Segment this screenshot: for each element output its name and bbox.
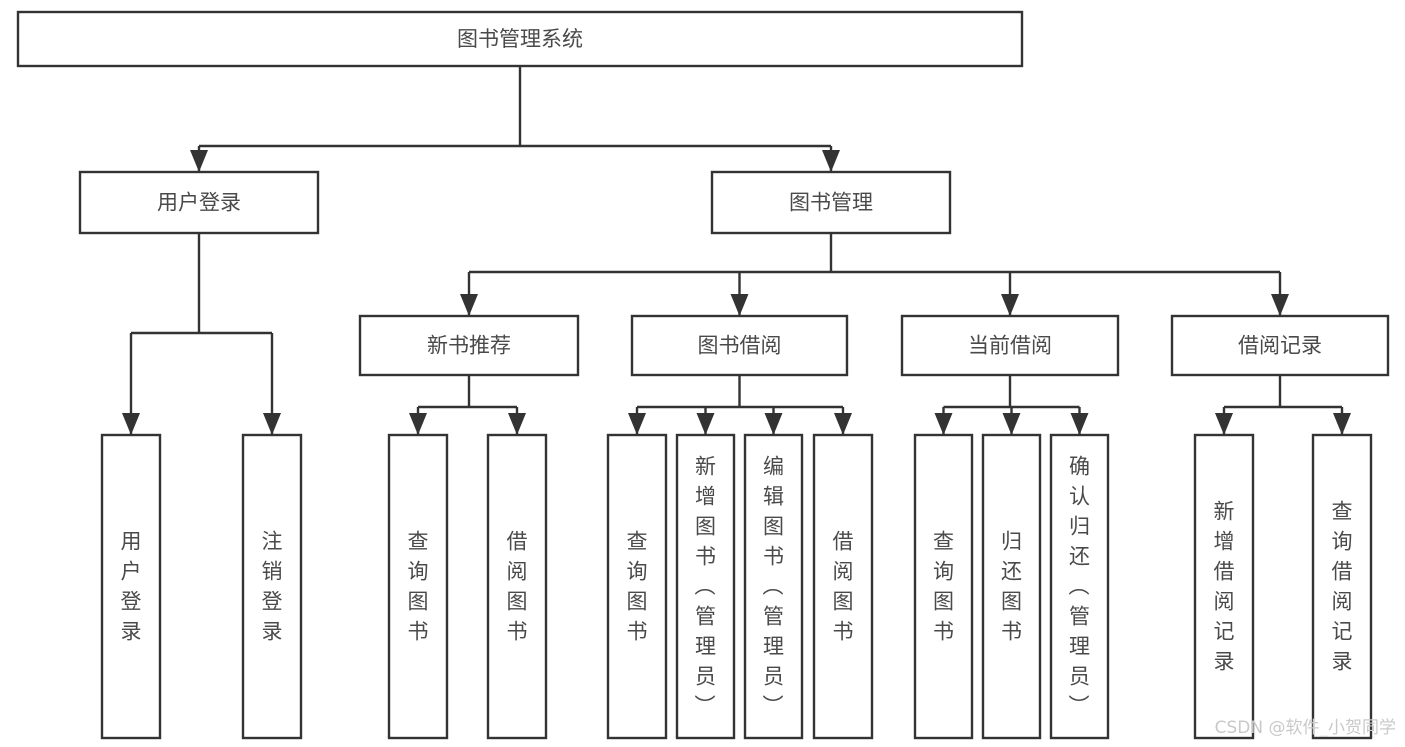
arrow-head-icon (730, 294, 749, 316)
node-label-borrow-book-1: 借阅图书 (507, 530, 528, 644)
arrow-head-icon (1215, 413, 1233, 435)
node-label-return-book: 归还图书 (1001, 530, 1022, 644)
node-box-query-book-2 (606, 433, 668, 740)
arrow-head-icon (263, 413, 281, 435)
node-label-book-borrow: 图书借阅 (698, 334, 782, 358)
node-box-return-book (981, 433, 1042, 740)
arrow-head-icon (834, 413, 852, 435)
csdn-watermark: CSDN @软件_小贺同学 (1215, 718, 1396, 738)
node-edit-book-admin[interactable]: 编辑图书（管理员） (743, 433, 804, 740)
arrow-head-icon (628, 413, 646, 435)
arrow-head-icon (122, 413, 140, 435)
node-box-borrow-book-1 (486, 433, 548, 740)
node-box-edit-book-admin (743, 433, 804, 740)
node-box-user-login (78, 170, 320, 235)
node-label-borrow-book-2: 借阅图书 (833, 530, 854, 644)
arrow-head-icon (1333, 413, 1351, 435)
node-label-confirm-return-admin: 确认归还（管理员） (1069, 455, 1091, 719)
arrow-head-icon (764, 413, 783, 435)
node-box-borrow-book-2 (812, 433, 874, 740)
node-user-login-do[interactable]: 用户登录 (100, 433, 162, 740)
node-label-query-book-1: 查询图书 (408, 530, 429, 644)
node-label-borrow-record: 借阅记录 (1238, 334, 1322, 358)
node-box-query-book-3 (913, 433, 974, 740)
arrow-head-icon (1070, 413, 1089, 435)
node-new-book-recommend[interactable]: 新书推荐 (358, 314, 580, 377)
node-box-root (16, 10, 1024, 68)
node-return-book[interactable]: 归还图书 (981, 433, 1042, 740)
arrow-head-icon (460, 294, 478, 316)
node-box-query-borrow-record (1311, 433, 1373, 740)
arrow-head-icon (1271, 294, 1289, 316)
node-borrow-book-1[interactable]: 借阅图书 (486, 433, 548, 740)
node-borrow-record[interactable]: 借阅记录 (1170, 314, 1390, 377)
node-box-new-book-recommend (358, 314, 580, 377)
node-label-root: 图书管理系统 (457, 27, 583, 51)
node-borrow-book-2[interactable]: 借阅图书 (812, 433, 874, 740)
node-label-user-login-do: 用户登录 (121, 530, 142, 644)
node-label-query-borrow-record: 查询借阅记录 (1332, 500, 1353, 674)
node-root[interactable]: 图书管理系统 (16, 10, 1024, 68)
nodes-layer: 图书管理系统用户登录图书管理新书推荐图书借阅当前借阅借阅记录用户登录注销登录查询… (16, 10, 1390, 740)
node-box-book-borrow (630, 314, 849, 377)
node-box-confirm-return-admin (1049, 433, 1110, 740)
node-user-login[interactable]: 用户登录 (78, 170, 320, 235)
arrow-head-icon (508, 413, 526, 435)
node-label-user-logout: 注销登录 (262, 530, 283, 644)
arrow-head-icon (696, 413, 715, 435)
node-label-new-book-recommend: 新书推荐 (427, 334, 511, 358)
connectors-layer (122, 66, 1351, 435)
arrow-head-icon (1001, 294, 1019, 316)
arrow-head-icon (1002, 413, 1021, 435)
node-label-edit-book-admin: 编辑图书（管理员） (763, 455, 785, 719)
node-label-query-book-2: 查询图书 (627, 530, 648, 644)
node-add-book-admin[interactable]: 新增图书（管理员） (675, 433, 736, 740)
node-confirm-return-admin[interactable]: 确认归还（管理员） (1049, 433, 1110, 740)
node-label-query-book-3: 查询图书 (933, 530, 954, 644)
node-label-user-login: 用户登录 (157, 191, 241, 215)
node-book-borrow[interactable]: 图书借阅 (630, 314, 849, 377)
node-box-current-borrow (900, 314, 1120, 377)
node-box-book-management (710, 170, 952, 235)
node-label-add-book-admin: 新增图书（管理员） (695, 455, 717, 719)
node-book-management[interactable]: 图书管理 (710, 170, 952, 235)
node-query-borrow-record[interactable]: 查询借阅记录 (1311, 433, 1373, 740)
node-box-user-logout (241, 433, 303, 740)
node-current-borrow[interactable]: 当前借阅 (900, 314, 1120, 377)
node-user-logout[interactable]: 注销登录 (241, 433, 303, 740)
arrow-head-icon (190, 150, 208, 172)
node-label-current-borrow: 当前借阅 (968, 334, 1052, 358)
node-box-add-book-admin (675, 433, 736, 740)
node-label-book-management: 图书管理 (789, 191, 873, 215)
arrow-head-icon (934, 413, 953, 435)
arrow-head-icon (409, 413, 427, 435)
node-label-add-borrow-record: 新增借阅记录 (1214, 500, 1235, 674)
node-query-book-1[interactable]: 查询图书 (387, 433, 449, 740)
node-box-user-login-do (100, 433, 162, 740)
node-box-query-book-1 (387, 433, 449, 740)
node-query-book-3[interactable]: 查询图书 (913, 433, 974, 740)
node-query-book-2[interactable]: 查询图书 (606, 433, 668, 740)
node-box-borrow-record (1170, 314, 1390, 377)
arrow-head-icon (822, 150, 840, 172)
node-box-add-borrow-record (1193, 433, 1255, 740)
node-add-borrow-record[interactable]: 新增借阅记录 (1193, 433, 1255, 740)
